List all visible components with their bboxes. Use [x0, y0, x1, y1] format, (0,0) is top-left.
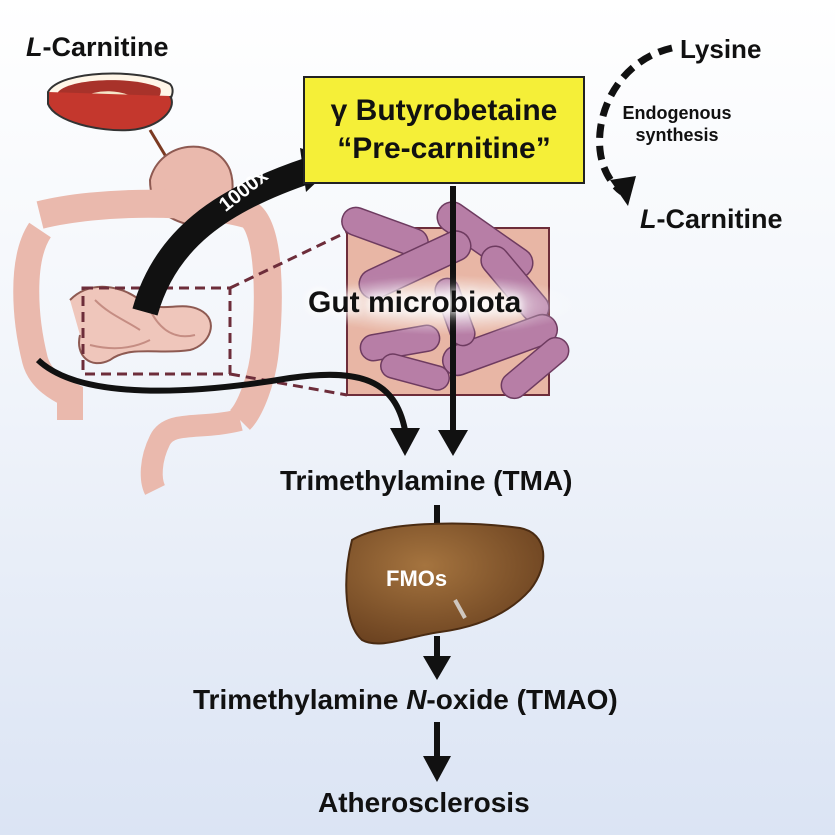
- tma-label: Trimethylamine (TMA): [280, 465, 573, 496]
- l-carnitine-label-right: L-Carnitine: [640, 204, 783, 234]
- butyrobetaine-box: γ Butyrobetaine “Pre-carnitine”: [303, 76, 585, 184]
- gut-microbiota-label: Gut microbiota: [308, 286, 522, 319]
- lysine-label: Lysine: [680, 34, 762, 64]
- gut-microbiota-inset: [310, 201, 580, 400]
- butyrobetaine-label: γ Butyrobetaine: [330, 94, 558, 127]
- l-carnitine-label-top: L-Carnitine: [26, 32, 169, 62]
- zoom-line-bottom: [229, 372, 348, 397]
- intestine-to-tma-line: [35, 357, 408, 431]
- pre-carnitine-label: “Pre-carnitine”: [337, 132, 551, 165]
- box-to-tma-arrowhead: [438, 430, 468, 456]
- endogenous-synthesis-label: Endogenous synthesis: [622, 103, 732, 145]
- intestine-to-tma-arrowhead: [390, 428, 420, 456]
- atherosclerosis-label: Atherosclerosis: [318, 787, 530, 818]
- endogenous-synthesis-arrow: [596, 44, 673, 195]
- conversion-arrow-1000x: [132, 157, 315, 316]
- tmao-label: Trimethylamine N-oxide (TMAO): [193, 684, 618, 715]
- steak-icon: [46, 72, 174, 132]
- endogenous-arrowhead: [610, 176, 636, 206]
- liver-icon: [345, 522, 545, 645]
- fmos-label: FMOs: [386, 566, 448, 591]
- liver-to-tmao-arrowhead: [423, 656, 451, 680]
- zoom-line-top: [229, 230, 348, 290]
- gallbladder-icon: [453, 599, 467, 619]
- tmao-to-atherosclerosis-arrowhead: [423, 756, 451, 782]
